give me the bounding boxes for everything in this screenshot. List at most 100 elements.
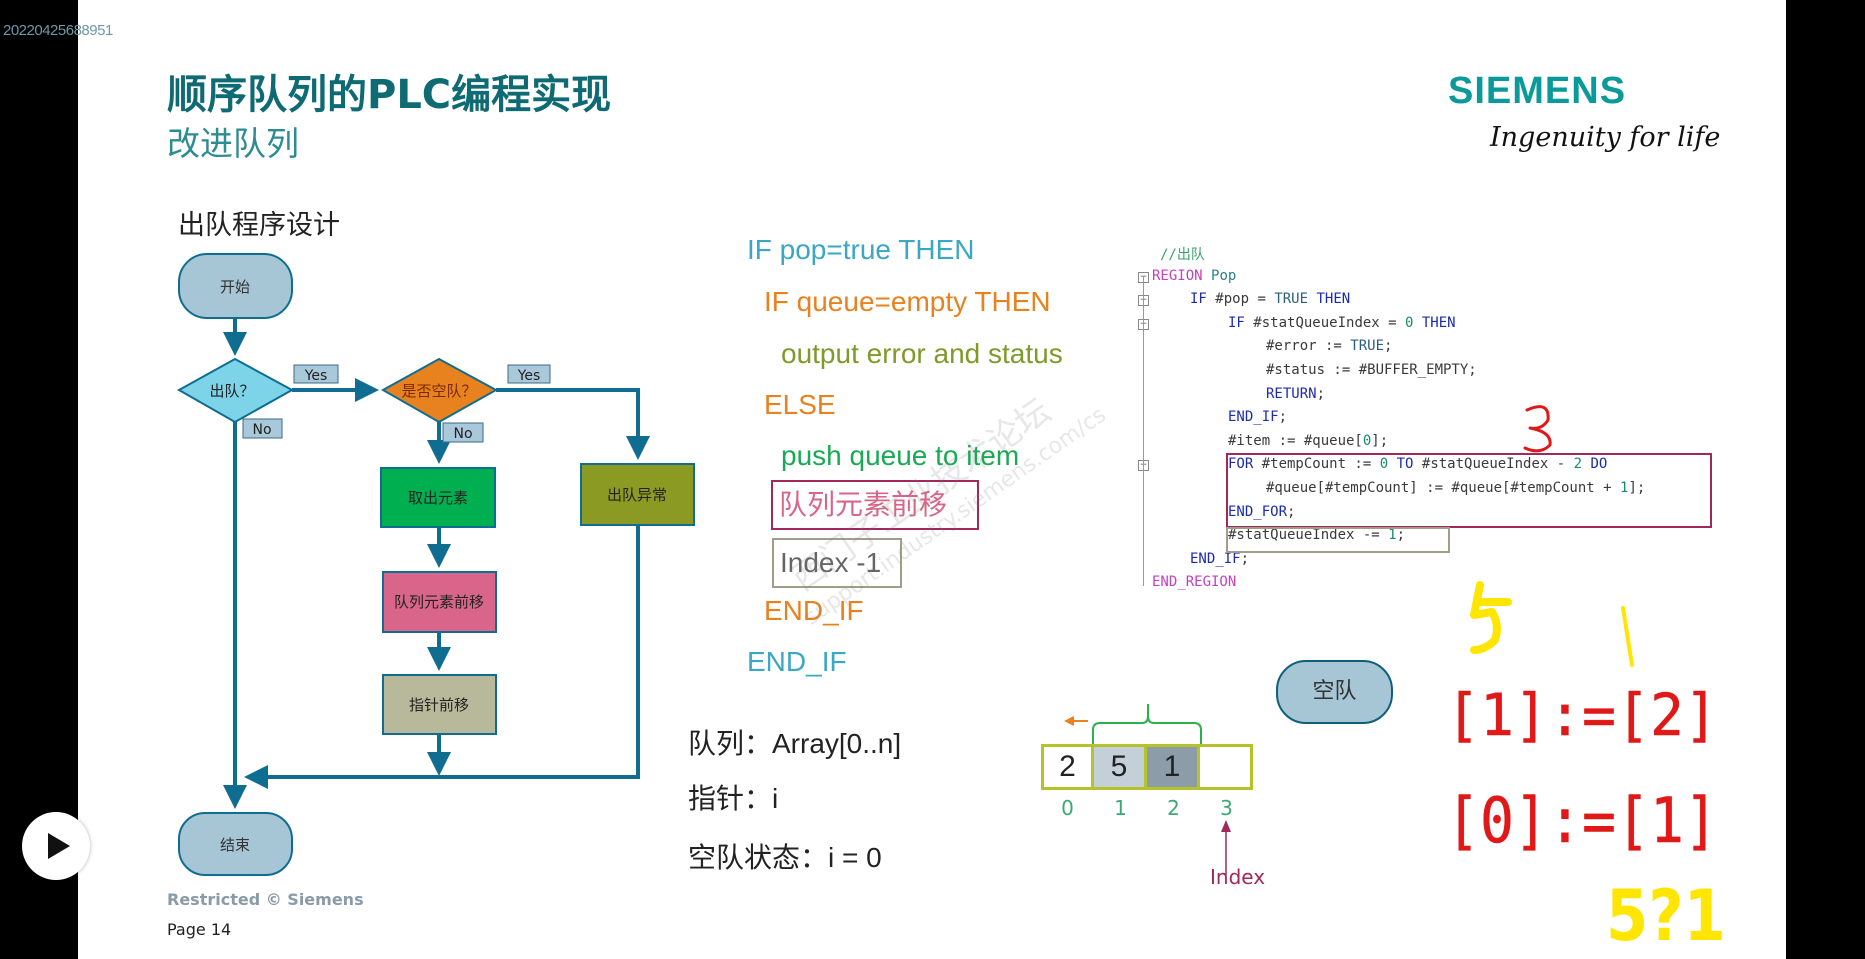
code-token: TO: [1396, 456, 1422, 473]
pseudo-line: END_IF: [764, 595, 864, 626]
no-label-box: [442, 422, 484, 443]
code-token: ];: [1628, 480, 1646, 496]
shift-queue-box: [382, 571, 497, 633]
empty-state-definition: 空队状态：i = 0: [688, 842, 882, 873]
yes-label: Yes: [304, 368, 328, 384]
footer-restricted: Restricted © Siemens: [167, 890, 364, 909]
array-annotations: [1064, 704, 1231, 875]
code-token: TRUE: [1274, 291, 1317, 308]
page-number: Page 14: [167, 920, 232, 939]
code-token: 0: [1405, 314, 1422, 331]
code-token: #statQueueIndex =: [1253, 314, 1406, 331]
page-title: 顺序队列的PLC编程实现: [167, 72, 612, 118]
code-line: #statQueueIndex -= 1;: [1228, 527, 1405, 543]
array-index-label: 0: [1061, 796, 1074, 820]
code-token: END_FOR: [1228, 503, 1288, 520]
code-line: IF #statQueueIndex = 0 THEN: [1228, 315, 1456, 331]
code-line: IF #pop = TRUE THEN: [1190, 291, 1350, 307]
code-token: RETURN: [1266, 385, 1317, 402]
handwritten-red-line2: [0]:=[1]: [1446, 784, 1718, 857]
start-terminal: [178, 253, 293, 319]
empty-queue-terminal: 空队: [1276, 660, 1393, 724]
code-line: END_IF;: [1228, 409, 1287, 425]
code-line: END_REGION: [1152, 574, 1236, 590]
code-line: #item := #queue[0];: [1228, 433, 1388, 449]
index-pointer-label: Index: [1210, 865, 1266, 889]
pseudo-line: output error and status: [781, 338, 1063, 369]
code-token: #statQueueIndex -=: [1228, 527, 1389, 544]
code-token: THEN: [1316, 291, 1351, 308]
code-token: 1: [1620, 480, 1629, 496]
brace-icon: [1092, 704, 1202, 744]
handwritten-red-line1: [1]:=[2]: [1446, 681, 1718, 749]
array-cell: 5: [1094, 744, 1147, 790]
array-index-label: 3: [1220, 796, 1233, 820]
flow-arrow: [496, 388, 650, 460]
index-pointer-arrow-icon: [1221, 820, 1231, 832]
end-label: 结束: [220, 836, 250, 854]
code-token: 2: [1573, 456, 1591, 473]
start-label: 开始: [220, 278, 250, 296]
array-cell: 2: [1041, 744, 1094, 790]
code-token: Pop: [1211, 267, 1237, 284]
pseudo-line-boxed: 队列元素前移: [771, 480, 979, 530]
code-token: ;: [1287, 503, 1296, 520]
empty-decision-label: 是否空队？: [401, 382, 476, 400]
code-token: 0: [1379, 456, 1397, 473]
code-line: FOR #tempCount := 0 TO #statQueueIndex -…: [1228, 456, 1607, 472]
take-item-box: [380, 467, 496, 528]
pseudo-line: IF pop=true THEN: [747, 234, 975, 265]
pop-decision: [176, 357, 295, 424]
code-token: #tempCount :=: [1261, 456, 1380, 473]
code-token: ;: [1278, 409, 1288, 426]
queue-definition: 队列：Array[0..n]: [688, 728, 902, 759]
slide: [78, 0, 1786, 959]
pop-decision-label: 出队？: [209, 382, 254, 400]
code-token: 0: [1362, 432, 1372, 449]
array-index-label: 2: [1167, 796, 1180, 820]
pointer-back-label: 指针前移: [409, 696, 469, 714]
code-token: ;: [1240, 550, 1250, 567]
for-loop-highlight: [1226, 453, 1712, 528]
code-line: REGION Pop: [1152, 268, 1236, 284]
logo-tagline: Ingenuity for life: [1490, 122, 1721, 153]
code-token: DO: [1590, 456, 1608, 473]
pseudo-line: IF queue=empty THEN: [764, 286, 1051, 317]
code-token: #item := #queue[: [1228, 432, 1363, 449]
code-token: END_REGION: [1152, 574, 1237, 591]
code-line: #error := TRUE;: [1266, 338, 1392, 354]
array-index-label: 1: [1114, 796, 1127, 820]
code-token: #pop =: [1215, 291, 1275, 308]
handwritten-5: [1470, 581, 1512, 654]
shift-queue-label: 队列元素前移: [394, 593, 484, 611]
code-token: 1: [1388, 527, 1397, 544]
yes-label-box: [293, 364, 339, 384]
play-button[interactable]: [22, 812, 90, 880]
yes-label-box: [507, 364, 551, 384]
code-token: #status := #BUFFER_EMPTY;: [1266, 362, 1477, 378]
array-cell: 1: [1147, 744, 1200, 790]
handwritten-1: [1621, 606, 1634, 667]
yes-label: Yes: [517, 368, 541, 384]
code-token: //出队: [1160, 247, 1205, 263]
pseudo-line: ELSE: [764, 389, 836, 420]
code-token: TRUE: [1350, 338, 1385, 355]
pointer-back-box: [382, 674, 497, 735]
pseudo-line: END_IF: [747, 646, 847, 677]
code-token: #error :=: [1266, 338, 1351, 355]
code-token: ;: [1316, 385, 1326, 402]
end-terminal: [178, 812, 293, 876]
pseudo-line: push queue to item: [781, 440, 1020, 471]
fold-gutter: [1143, 276, 1154, 586]
pseudo-line-boxed: Index -1: [772, 538, 902, 588]
code-token: ;: [1396, 527, 1406, 544]
code-token: FOR: [1228, 456, 1262, 473]
pointer-definition: 指针：i: [688, 783, 779, 814]
handwritten-yellow-line: 5?1: [1606, 875, 1726, 957]
pop-error-label: 出队异常: [607, 486, 667, 504]
code-token: ];: [1371, 432, 1389, 449]
code-token: REGION: [1152, 267, 1212, 284]
index-decrement-highlight: [1226, 527, 1450, 553]
